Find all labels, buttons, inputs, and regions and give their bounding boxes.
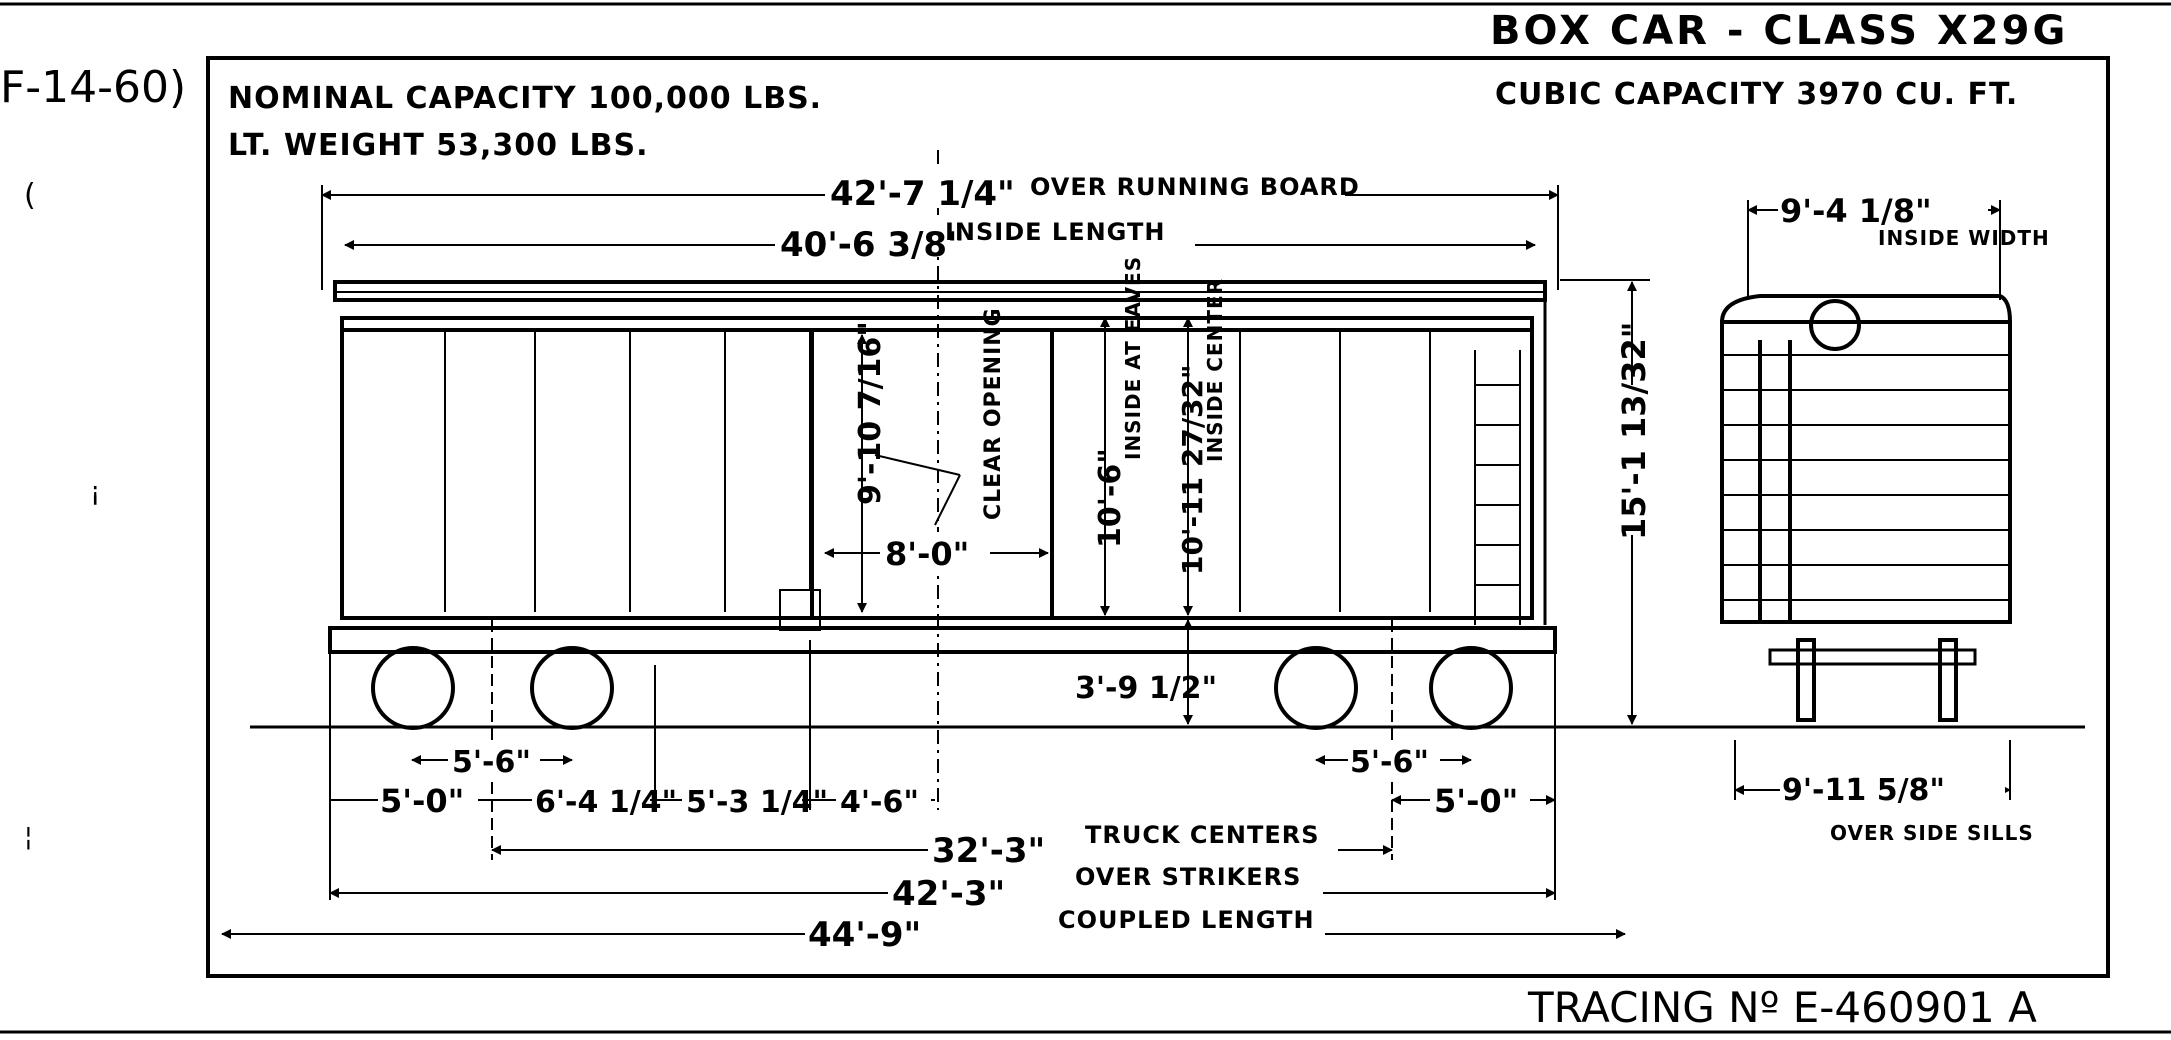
- coupled-length-value: 44'-9": [808, 915, 921, 955]
- wheels: [371, 646, 1513, 730]
- over-running-board-label: OVER RUNNING BOARD: [1030, 173, 1360, 201]
- wheel-base-right-value: 5'-6": [1350, 745, 1429, 780]
- cubic-capacity: CUBIC CAPACITY 3970 CU. FT.: [1495, 77, 2018, 112]
- end-ribs: [1722, 354, 2010, 601]
- coupled-length-label: COUPLED LENGTH: [1058, 906, 1315, 934]
- inside-width-label: INSIDE WIDTH: [1878, 226, 2050, 250]
- inside-eaves-value: 10'-6": [1093, 448, 1128, 548]
- over-strikers-label: OVER STRIKERS: [1075, 863, 1301, 891]
- clear-opening-label: CLEAR OPENING: [981, 307, 1006, 520]
- end-to-truck-left-value: 5'-0": [380, 782, 464, 820]
- overall-height-value: 15'-1 13/32": [1615, 322, 1653, 540]
- margin-note: F-14-60): [0, 62, 186, 113]
- segment-a-value: 6'-4 1/4": [535, 785, 677, 820]
- inside-eaves-label: INSIDE AT EAVES: [1121, 256, 1145, 460]
- truck-centers-label: TRUCK CENTERS: [1085, 821, 1320, 849]
- margin-mark-3: ¦: [24, 822, 33, 852]
- tracing-number: TRACING Nº E-460901 A: [1527, 983, 2037, 1032]
- end-body: [1720, 320, 2012, 624]
- over-running-board-value: 42'-7 1/4": [830, 174, 1015, 214]
- inside-center-label: INSIDE CENTER: [1203, 278, 1227, 462]
- door-width-value: 8'-0": [885, 535, 969, 573]
- end-ladder: [1474, 350, 1521, 625]
- inside-length-value: 40'-6 3/8": [780, 225, 965, 265]
- inside-length-label: INSIDE LENGTH: [945, 218, 1165, 246]
- brake-wheel-icon: [1809, 299, 1861, 351]
- wheel-base-left-value: 5'-6": [452, 745, 531, 780]
- inside-width-value: 9'-4 1/8": [1780, 192, 1932, 230]
- side-door: [810, 328, 1054, 620]
- floor-height-value: 3'-9 1/2": [1075, 671, 1217, 706]
- underframe: [328, 626, 1557, 654]
- over-strikers-value: 42'-3": [892, 874, 1005, 914]
- drawing-frame: [206, 56, 2110, 978]
- margin-mark-2: ¡: [90, 477, 100, 507]
- end-to-truck-right-value: 5'-0": [1434, 782, 1518, 820]
- drawing-title: BOX CAR - CLASS X29G: [1490, 8, 2068, 54]
- over-side-sills-label: OVER SIDE SILLS: [1830, 821, 2034, 845]
- truck-centers-value: 32'-3": [932, 831, 1045, 871]
- over-side-sills-value: 9'-11 5/8": [1782, 773, 1945, 808]
- end-roof: [1719, 294, 2013, 324]
- end-view: 9'-4 1/8" INSIDE WIDTH 9'-11 5/8" OVER S…: [1700, 188, 2085, 845]
- light-weight: LT. WEIGHT 53,300 LBS.: [228, 128, 648, 163]
- inside-center-value: 10'-11 27/32": [1176, 364, 1209, 575]
- margin-mark-1: (: [24, 178, 36, 213]
- nominal-capacity: NOMINAL CAPACITY 100,000 LBS.: [228, 81, 822, 116]
- side-view: 42'-7 1/4" OVER RUNNING BOARD 40'-6 3/8"…: [221, 150, 2085, 955]
- segment-b-value: 5'-3 1/4": [686, 785, 828, 820]
- end-axle: [1768, 648, 1977, 666]
- segment-c-value: 4'-6": [840, 785, 919, 820]
- door-clear-height-value: 9'-10 7/16": [853, 321, 888, 505]
